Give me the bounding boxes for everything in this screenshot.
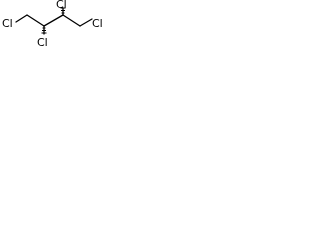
atom-label-cl3: Cl [56, 0, 67, 11]
atom-label-cl4: Cl [92, 17, 103, 30]
bond-c1-c2 [26, 14, 45, 27]
bond-skeleton [15, 7, 93, 35]
bond-c4-cl4 [79, 18, 93, 27]
hashed-wedge-c2 [41, 27, 47, 34]
atom-label-cl1: Cl [2, 17, 13, 30]
bond-c2-c3 [43, 14, 64, 27]
atom-label-cl2: Cl [37, 36, 48, 49]
bond-cl1-c1 [15, 14, 28, 23]
hashed-wedge-c3 [60, 7, 66, 14]
bond-c3-c4 [62, 14, 81, 27]
molecule-diagram: Cl Cl Cl Cl [2, 0, 103, 49]
stereo-wedges [41, 7, 66, 34]
